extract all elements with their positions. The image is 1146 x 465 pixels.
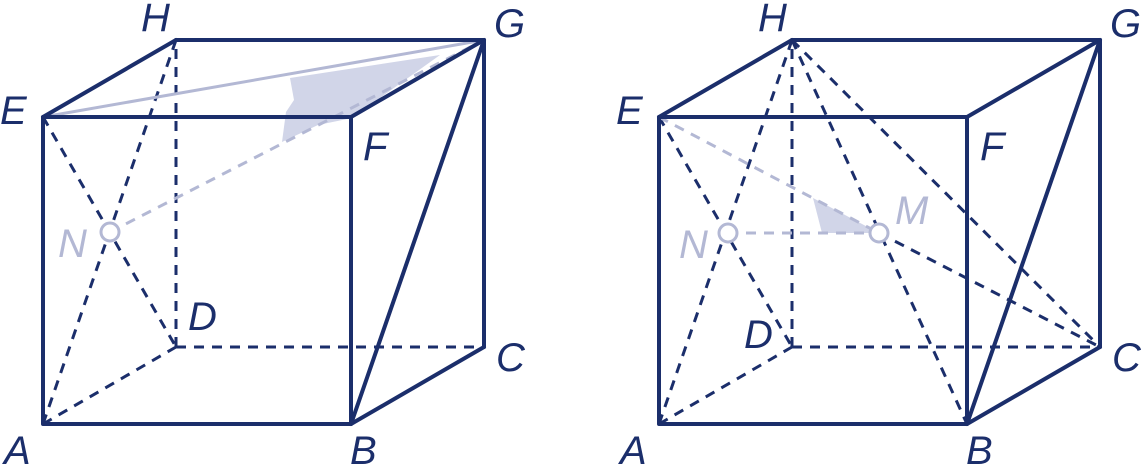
left-faint-line-eg [42, 38, 485, 119]
left-label-f: F [363, 125, 390, 169]
right-angle-shade [813, 198, 879, 233]
left-diag-bg [349, 38, 486, 426]
left-label-d: D [188, 295, 217, 339]
right-label-b: B [966, 429, 993, 465]
right-label-d: D [744, 313, 773, 357]
right-hidden-edge-ad [658, 345, 793, 426]
left-point-n [99, 221, 121, 243]
right-label-a: A [618, 429, 647, 465]
left-cube: H G E F N D C A B [0, 0, 526, 465]
right-edge-fg [965, 38, 1102, 119]
left-faint-dash-ng [109, 38, 485, 234]
left-edge-fg [349, 38, 486, 119]
left-label-a: A [2, 429, 31, 465]
left-label-h: H [141, 0, 170, 40]
left-angle-shade [282, 55, 440, 142]
right-cube: H G E F M N D C A B [616, 0, 1142, 465]
right-edge-bc [965, 345, 1102, 426]
right-front-face [657, 115, 969, 426]
right-label-f: F [980, 125, 1007, 169]
right-point-n [717, 222, 739, 244]
right-faint-dash-em [658, 115, 880, 235]
right-hidden-line-mc [878, 231, 1101, 349]
right-label-h: H [758, 0, 787, 40]
left-label-n: N [58, 222, 87, 266]
left-label-b: B [350, 429, 377, 465]
left-label-g: G [494, 2, 525, 46]
right-point-m [868, 222, 890, 244]
right-diag-bg [965, 38, 1102, 426]
right-label-c: C [1112, 336, 1142, 380]
left-hidden-edge-ad [42, 345, 177, 426]
right-label-m: M [895, 189, 929, 233]
right-hidden-line-hc [790, 38, 1102, 349]
right-label-e: E [616, 89, 644, 133]
right-edge-eh [657, 38, 794, 119]
left-label-c: C [496, 336, 526, 380]
left-front-face [41, 115, 353, 426]
left-edge-bc [349, 345, 486, 426]
left-label-e: E [0, 89, 28, 133]
right-label-g: G [1110, 2, 1141, 46]
right-label-n: N [679, 223, 708, 267]
left-edge-eh [41, 38, 178, 119]
right-hidden-line-hb [790, 39, 969, 425]
